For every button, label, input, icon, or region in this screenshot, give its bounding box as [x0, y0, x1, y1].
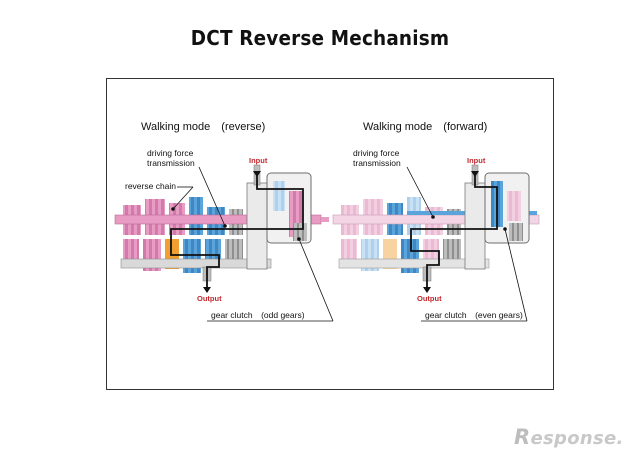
right-output-label: Output [417, 294, 442, 303]
right-input-label: Input [467, 156, 486, 165]
right-output-arrow [423, 287, 431, 293]
right-counter-shaft [338, 258, 490, 269]
right-power-flow-path [410, 173, 498, 287]
left-clutch-label: gear clutch (odd gears) [211, 310, 305, 320]
right-housing-wall [464, 182, 486, 270]
left-output-arrow [203, 287, 211, 293]
left-input-arrow [253, 171, 261, 177]
right-clutch-odd-pack [507, 191, 521, 221]
left-force-label-2: transmission [147, 158, 195, 168]
right-clutch-dot [503, 227, 507, 231]
response-logo: Response. [514, 425, 624, 449]
right-clutch-hub [509, 223, 523, 241]
right-input-arrow [471, 171, 479, 177]
left-force-label-1: driving force [147, 148, 194, 158]
left-bearing-lower [225, 239, 243, 265]
page-title: DCT Reverse Mechanism [190, 26, 450, 50]
right-heading: Walking mode (forward) [363, 121, 487, 133]
left-power-flow-path [170, 173, 304, 287]
left-force-leader [198, 166, 226, 227]
left-heading: Walking mode (reverse) [141, 121, 265, 133]
left-chain-leader-2 [172, 186, 194, 210]
left-output-label: Output [197, 294, 222, 303]
left-clutch-even-pack [273, 181, 285, 211]
left-transmission: Walking mode (reverse) [114, 121, 334, 322]
response-logo-text: esponse. [530, 428, 624, 449]
left-housing-wall [246, 182, 268, 270]
left-force-dot [223, 224, 227, 228]
right-force-label-2: transmission [353, 158, 401, 168]
left-main-shaft-tip [321, 217, 329, 222]
response-logo-initial: R [514, 425, 531, 449]
left-input-label: Input [249, 156, 268, 165]
right-force-leader [406, 166, 434, 218]
left-clutch-leader [298, 238, 334, 322]
dct-diagram: Walking mode (reverse) [114, 121, 540, 322]
right-clutch-leader [504, 228, 528, 322]
diagram-frame: Walking mode (reverse) [106, 78, 554, 390]
right-bearing-lower [443, 239, 461, 265]
left-clutch-dot [297, 237, 301, 241]
left-chain-label: reverse chain [125, 181, 176, 191]
left-counter-shaft [120, 258, 272, 269]
left-chain-dot [171, 207, 175, 211]
right-force-dot [431, 215, 435, 219]
left-gear-lower-1 [123, 239, 139, 265]
right-force-label-1: driving force [353, 148, 400, 158]
right-clutch-label: gear clutch (even gears) [425, 310, 523, 320]
right-gear-lower-1 [341, 239, 357, 265]
right-transmission: Walking mode (forward) Input Output driv… [332, 121, 540, 322]
